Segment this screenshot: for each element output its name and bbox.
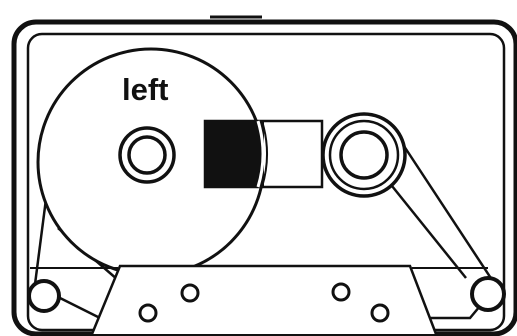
bridge-hole-3 bbox=[333, 284, 349, 300]
left-hub-inner bbox=[129, 137, 165, 173]
reel-label: left bbox=[122, 72, 169, 107]
right-hub-inner bbox=[341, 132, 387, 178]
head-opening-bridge bbox=[92, 266, 436, 334]
bridge-hole-2 bbox=[140, 305, 156, 321]
tape-in-window bbox=[205, 121, 263, 187]
bridge-hole-1 bbox=[182, 285, 198, 301]
left-guide-roller bbox=[29, 281, 59, 311]
bridge-hole-4 bbox=[372, 305, 388, 321]
right-guide-roller bbox=[472, 278, 504, 310]
